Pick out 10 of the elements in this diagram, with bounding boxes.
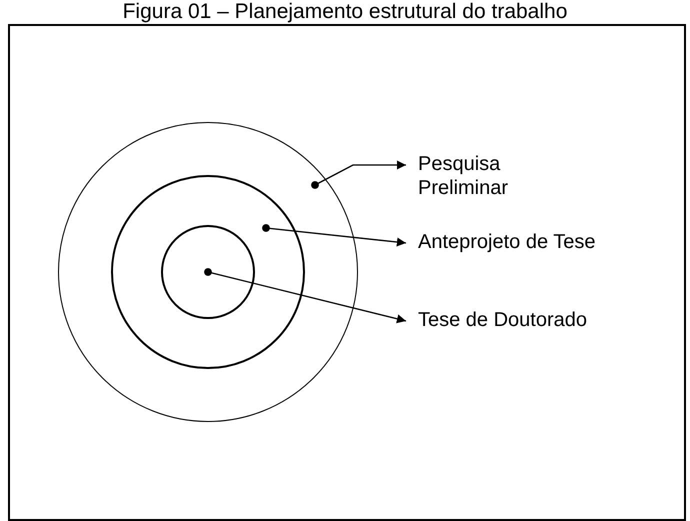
- callout-text: Pesquisa Preliminar: [418, 152, 548, 200]
- leader-arrow: [311, 160, 406, 189]
- callout-text: Tese de Doutorado: [418, 308, 650, 332]
- leader-arrow: [262, 224, 406, 247]
- ring-circle: [111, 175, 305, 369]
- callout-text: Anteprojeto de Tese: [418, 230, 650, 254]
- figure-title: Figura 01 – Planejamento estrutural do trabalho: [122, 0, 568, 24]
- ring-circle: [58, 122, 358, 422]
- leader-arrow: [204, 268, 406, 324]
- ring-circle: [161, 225, 255, 319]
